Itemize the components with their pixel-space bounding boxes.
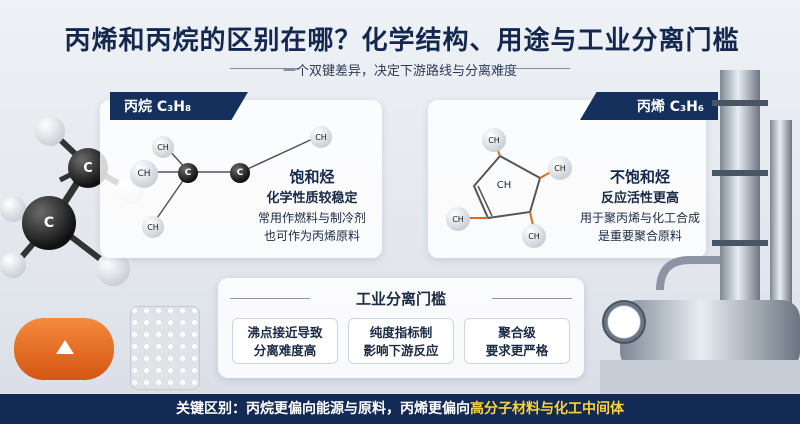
separation-item: 沸点接近导致 分离难度高 — [232, 318, 338, 364]
separation-item: 纯度指标制 影响下游反应 — [348, 318, 454, 364]
hydrogen-atom — [0, 252, 26, 278]
footer-banner: 关键区别：丙烷更偏向能源与原料，丙烯更偏向高分子材料与化工中间体 — [0, 394, 800, 424]
propane-h-atom: CH — [130, 160, 158, 188]
propane-tag: 丙烷 C₃H₈ — [110, 92, 248, 120]
hydrogen-atom — [0, 196, 26, 222]
carbon-atom: C — [22, 196, 76, 250]
propylene-line1: 反应活性更高 — [600, 191, 679, 206]
propylene-tag: 丙烯 C₃H₆ — [580, 92, 718, 120]
refinery-illustration — [600, 70, 800, 394]
propylene-h-atom: CH — [522, 224, 546, 248]
separation-item-line2: 分离难度高 — [253, 343, 317, 358]
propylene-card — [428, 100, 706, 258]
subtitle-rule-right — [500, 68, 570, 69]
separation-item-line1: 聚合级 — [498, 325, 536, 340]
propane-h-atom: CH — [152, 136, 174, 158]
separation-item: 聚合级 要求更严格 — [464, 318, 570, 364]
propylene-h-atom: CH — [548, 156, 572, 180]
separation-title: 工业分离门槛 — [355, 290, 446, 308]
subtitle-rule-left — [230, 68, 300, 69]
separation-item-line1: 沸点接近导致 — [247, 325, 323, 340]
separation-item-line1: 纯度指标制 — [369, 325, 433, 340]
pressure-gauge-icon — [602, 300, 646, 344]
separation-rule-left — [230, 298, 310, 299]
hydrogen-atom — [35, 116, 65, 146]
separation-rule-right — [492, 298, 572, 299]
page-subtitle: 一个双键差异，决定下游路线与分离难度 — [282, 64, 517, 79]
propylene-line3: 是重要聚合原料 — [597, 229, 682, 243]
page-title: 丙烯和丙烷的区别在哪？化学结构、用途与工业分离门槛 — [64, 26, 740, 56]
propane-line1: 化学性质较稳定 — [266, 191, 358, 206]
footer-text: 关键区别：丙烷更偏向能源与原料，丙烯更偏向 — [176, 401, 470, 417]
plastic-pellets-jar-icon — [130, 306, 200, 390]
propane-h-atom: CH — [310, 126, 332, 148]
footer-highlight: 高分子材料与化工中间体 — [470, 401, 624, 417]
propane-h-atom: CH — [142, 216, 164, 238]
propylene-center-label: CH — [496, 180, 512, 191]
propane-c-atom: C — [230, 163, 250, 183]
separation-item-line2: 要求更严格 — [485, 343, 549, 358]
propane-line3: 也可作为丙烯原料 — [263, 229, 360, 243]
propane-title: 饱和烃 — [289, 168, 335, 186]
propane-c-atom: C — [178, 163, 198, 183]
propane-line2: 常用作燃料与制冷剂 — [257, 211, 366, 225]
propylene-h-atom: CH — [446, 207, 470, 231]
separation-item-line2: 影响下游反应 — [363, 343, 439, 358]
propylene-line2: 用于聚丙烯与化工合成 — [579, 211, 700, 225]
propylene-title: 不饱和烃 — [609, 168, 670, 186]
separation-card: 工业分离门槛 沸点接近导致 分离难度高 纯度指标制 影响下游反应 聚合级 要求更… — [218, 278, 584, 378]
propylene-h-atom: CH — [482, 128, 506, 152]
